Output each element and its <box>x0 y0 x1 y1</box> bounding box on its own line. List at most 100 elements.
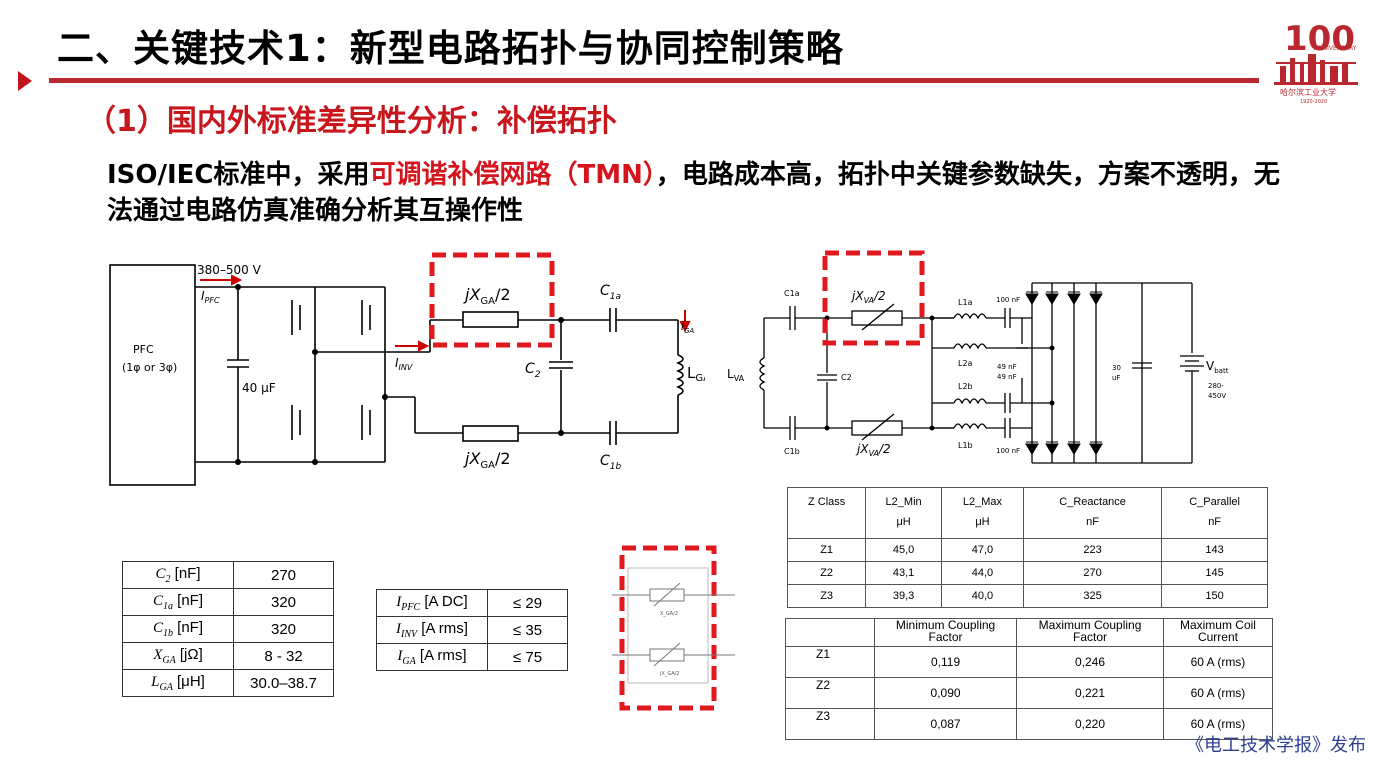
table-header-row: Minimum Coupling Factor Maximum Coupling … <box>785 618 1274 647</box>
param-unit: [A rms] <box>417 620 468 637</box>
r-jx-top-label: jX <box>850 289 864 303</box>
svg-text:jXGA/2: jXGA/2 <box>463 285 511 307</box>
ipfc-sub: PFC <box>205 296 220 305</box>
table-cell: 0,221 <box>1016 677 1164 709</box>
jx-bottom-sub: GA <box>480 460 495 471</box>
left-circuit-diagram: PFC (1φ or 3φ) 380–500 V IPFC 40 μF IINV… <box>109 252 705 486</box>
iga-sub: GA <box>684 327 694 335</box>
param-subscript: 1b <box>163 628 173 639</box>
voltage-label: 380–500 V <box>197 263 262 277</box>
param-value: ≤ 35 <box>487 616 568 644</box>
table-cell: 0,246 <box>1016 646 1164 678</box>
r-jx-bottom-sub: VA <box>869 449 879 458</box>
header-label: Minimum Coupling Factor <box>895 618 996 644</box>
table-cell: 145 <box>1161 561 1268 585</box>
param-subscript: GA <box>162 655 176 666</box>
column-header: Maximum Coupling Factor <box>1016 618 1164 647</box>
c1b-label: C <box>600 453 610 469</box>
lga-label: L <box>687 364 696 382</box>
table-cell: 47,0 <box>940 538 1024 562</box>
table-cell: 45,0 <box>865 538 942 562</box>
param-value: 30.0–38.7 <box>233 669 334 697</box>
title-arrow-icon <box>18 71 32 91</box>
r-c2-label: C2 <box>841 373 852 382</box>
ipfc-label: I <box>201 289 205 303</box>
param-label: C2 [nF] <box>122 561 234 589</box>
table-cell: Z2 <box>786 561 867 585</box>
table-cell: Z3 <box>786 584 867 608</box>
table-cell: 39,3 <box>865 584 942 608</box>
table-row: LGA [μH] 30.0–38.7 <box>122 669 334 697</box>
r-cap-30-unit: uF <box>1112 374 1120 382</box>
r-jx-top-suffix: /2 <box>873 289 886 303</box>
header-label: Maximum Coil Current <box>1179 618 1256 644</box>
r-cap-100-top: 100 nF <box>996 296 1020 304</box>
svg-text:C1b: C1b <box>600 453 622 472</box>
variable-reactance-detail: X_GA/2 jX_GA/2 <box>612 545 735 711</box>
row-label: Z2 <box>785 677 875 709</box>
row-label: Z1 <box>785 646 875 678</box>
param-value: ≤ 29 <box>487 589 568 617</box>
r-lva-label: L <box>727 367 734 381</box>
logo-years: 1920-2020 <box>1300 99 1327 104</box>
param-unit: [μH] <box>172 673 205 690</box>
param-subscript: GA <box>159 682 173 693</box>
param-subscript: 1a <box>163 601 173 612</box>
c2-sub: 2 <box>535 370 541 380</box>
table-cell: 223 <box>1022 538 1163 562</box>
title-rule <box>49 78 1259 83</box>
r-vrange-2: 450V <box>1208 392 1226 400</box>
header-unit: μH <box>896 516 911 528</box>
r-c1a-label: C1a <box>784 289 800 298</box>
param-label: IGA [A rms] <box>376 643 488 671</box>
r-l2b-label: L2b <box>958 382 973 391</box>
param-symbol: C <box>152 593 163 609</box>
iinv-label: I <box>395 356 399 370</box>
param-unit: [nF] <box>173 592 204 609</box>
header-label: Z Class <box>807 496 846 508</box>
c1b-sub: 1b <box>610 462 622 472</box>
logo-anniversary: ANNIVERSARY <box>1314 45 1357 52</box>
param-value: 320 <box>233 588 334 616</box>
param-symbol: X <box>153 647 163 663</box>
coupling-table: Minimum Coupling Factor Maximum Coupling … <box>785 618 1274 740</box>
r-vbatt-label: V <box>1206 359 1215 373</box>
r-vrange-1: 280- <box>1208 382 1224 390</box>
header-unit: nF <box>1208 516 1222 528</box>
header-unit: nF <box>1086 516 1100 528</box>
svg-text:LGA: LGA <box>687 364 705 384</box>
table-cell: 0,119 <box>873 646 1018 678</box>
param-subscript: PFC <box>401 602 421 613</box>
param-value: ≤ 75 <box>487 643 568 671</box>
jx-top-sub: GA <box>480 296 495 307</box>
table-cell: 43,1 <box>865 561 942 585</box>
slide-subtitle: （1）国内外标准差异性分析：补偿拓扑 <box>86 104 617 139</box>
param-unit: [nF] <box>173 619 204 636</box>
iga-label: I <box>681 322 684 333</box>
r-jx-bottom-label: jX <box>855 442 869 456</box>
table-cell: 143 <box>1161 538 1268 562</box>
svg-text:C2: C2 <box>525 361 541 380</box>
param-value: 270 <box>233 561 334 589</box>
lga-sub: GA <box>695 373 705 384</box>
param-value: 320 <box>233 615 334 643</box>
header-unit: μH <box>975 516 990 528</box>
detail-label-2: jX_GA/2 <box>659 671 679 677</box>
logo-university: 哈尔滨工业大学 <box>1280 87 1336 97</box>
header-label: L2_Max <box>962 496 1003 508</box>
column-header: C_Reactance nF <box>1022 487 1163 539</box>
intro-paragraph: ISO/IEC标准中，采用可调谐补偿网路（TMN），电路成本高，拓扑中关键参数缺… <box>107 157 1287 229</box>
header-label: C_Parallel <box>1189 496 1240 508</box>
table-cell: 0,090 <box>873 677 1018 709</box>
svg-text:Vbatt: Vbatt <box>1206 359 1229 375</box>
column-header: Z Class <box>786 487 867 539</box>
header-label: C_Reactance <box>1059 496 1126 508</box>
table-row: C1a [nF] 320 <box>122 588 334 616</box>
param-symbol: L <box>151 674 160 690</box>
